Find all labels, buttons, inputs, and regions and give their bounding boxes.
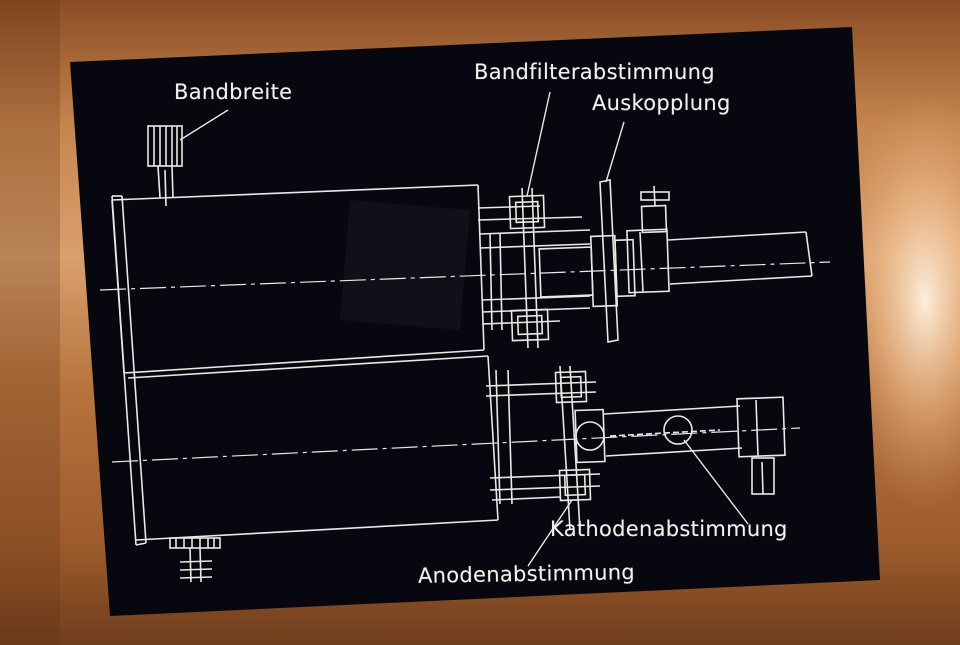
leader-anoden bbox=[527, 499, 573, 567]
lower-cylinder bbox=[127, 355, 499, 541]
leader-auskopplung bbox=[605, 121, 625, 183]
copper-left-shade bbox=[0, 0, 60, 645]
leader-bandfilter bbox=[526, 91, 551, 197]
cathode-assembly bbox=[574, 396, 786, 495]
label-bandbreite: Bandbreite bbox=[174, 80, 293, 104]
left-flange bbox=[111, 195, 147, 546]
bandbreite-knob bbox=[147, 125, 183, 207]
leader-kathoden bbox=[683, 439, 749, 525]
label-auskopplung: Auskopplung bbox=[592, 91, 731, 115]
center-lines bbox=[99, 261, 831, 463]
label-anodenabstimmung: Anodenabstimmung bbox=[417, 560, 636, 588]
output-tube bbox=[626, 185, 813, 294]
leader-lines bbox=[179, 91, 749, 567]
anode-column bbox=[554, 365, 592, 531]
bottom-screw bbox=[169, 537, 221, 583]
leader-bandbreite bbox=[179, 109, 229, 141]
bandfilter-column bbox=[508, 187, 550, 349]
black-plate bbox=[70, 27, 880, 616]
lower-rods bbox=[485, 369, 601, 505]
label-bandfilterabstimmung: Bandfilterabstimmung bbox=[474, 60, 715, 84]
label-kathodenabstimmung: Kathodenabstimmung bbox=[550, 517, 788, 541]
schematic-drawing bbox=[99, 91, 831, 583]
plate-sheen bbox=[340, 200, 470, 330]
